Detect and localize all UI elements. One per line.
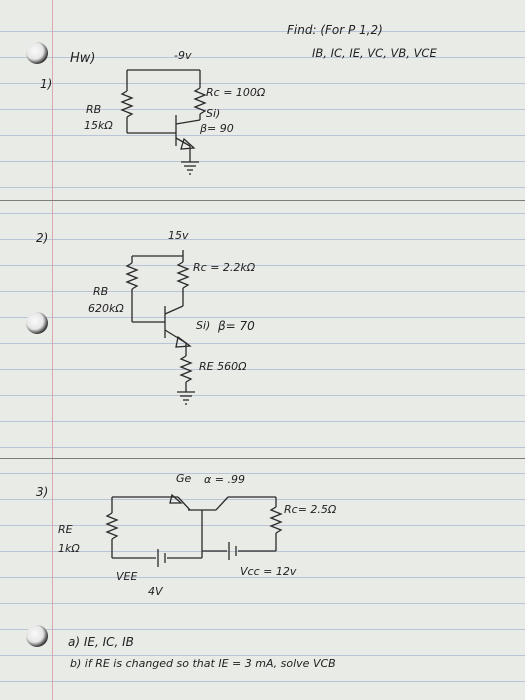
problem1-rb-value: 15kΩ <box>84 119 113 132</box>
section-divider <box>0 200 525 201</box>
problem3-part-b: b) if RE is changed so that IE = 3 mA, s… <box>70 657 336 670</box>
problem2-supply: 15v <box>168 229 189 242</box>
problem2-re-label: RE 560Ω <box>199 360 247 373</box>
binder-hole <box>26 42 48 64</box>
problem3-number: 3) <box>36 485 49 499</box>
problem3-vcc-label: Vcc = 12v <box>240 565 297 578</box>
problem1-rc-label: Rc = 100Ω <box>206 86 266 99</box>
problem1-rb-label: RB <box>86 103 102 116</box>
problem3-vee-label: VEE <box>116 570 138 583</box>
problem1-circuit <box>120 69 207 175</box>
problem1-number: 1) <box>40 77 53 91</box>
problem2-rb-label: RB <box>93 285 109 298</box>
problem3-vee-value: 4V <box>148 585 163 598</box>
problem1-beta: β= 90 <box>200 122 234 135</box>
section-divider <box>0 458 525 459</box>
problem2-number: 2) <box>36 231 49 245</box>
problem2-beta: β= 70 <box>218 319 255 333</box>
problem3-material: Ge <box>176 472 192 485</box>
hw-label: Hw) <box>70 51 96 66</box>
problem3-re-value: 1kΩ <box>58 542 80 555</box>
margin-line <box>52 0 53 700</box>
problem3-re-label: RE <box>58 523 73 536</box>
find-title: Find: (For P 1,2) <box>287 23 383 37</box>
problem2-rb-value: 620kΩ <box>88 302 124 315</box>
binder-hole <box>26 312 48 334</box>
problem2-material: Si) <box>196 319 211 332</box>
problem2-rc-label: Rc = 2.2kΩ <box>193 261 256 274</box>
problem3-alpha: α = .99 <box>204 473 245 486</box>
binder-hole <box>26 625 48 647</box>
problem3-rc-label: Rc= 2.5Ω <box>284 503 337 516</box>
problem3-circuit <box>105 493 283 567</box>
problem2-circuit <box>125 250 195 405</box>
problem3-part-a: a) IE, IC, IB <box>68 635 134 649</box>
problem1-material: Si) <box>206 107 221 120</box>
problem1-supply: -9v <box>174 49 192 62</box>
find-variables: IB, IC, IE, VC, VB, VCE <box>312 46 437 60</box>
